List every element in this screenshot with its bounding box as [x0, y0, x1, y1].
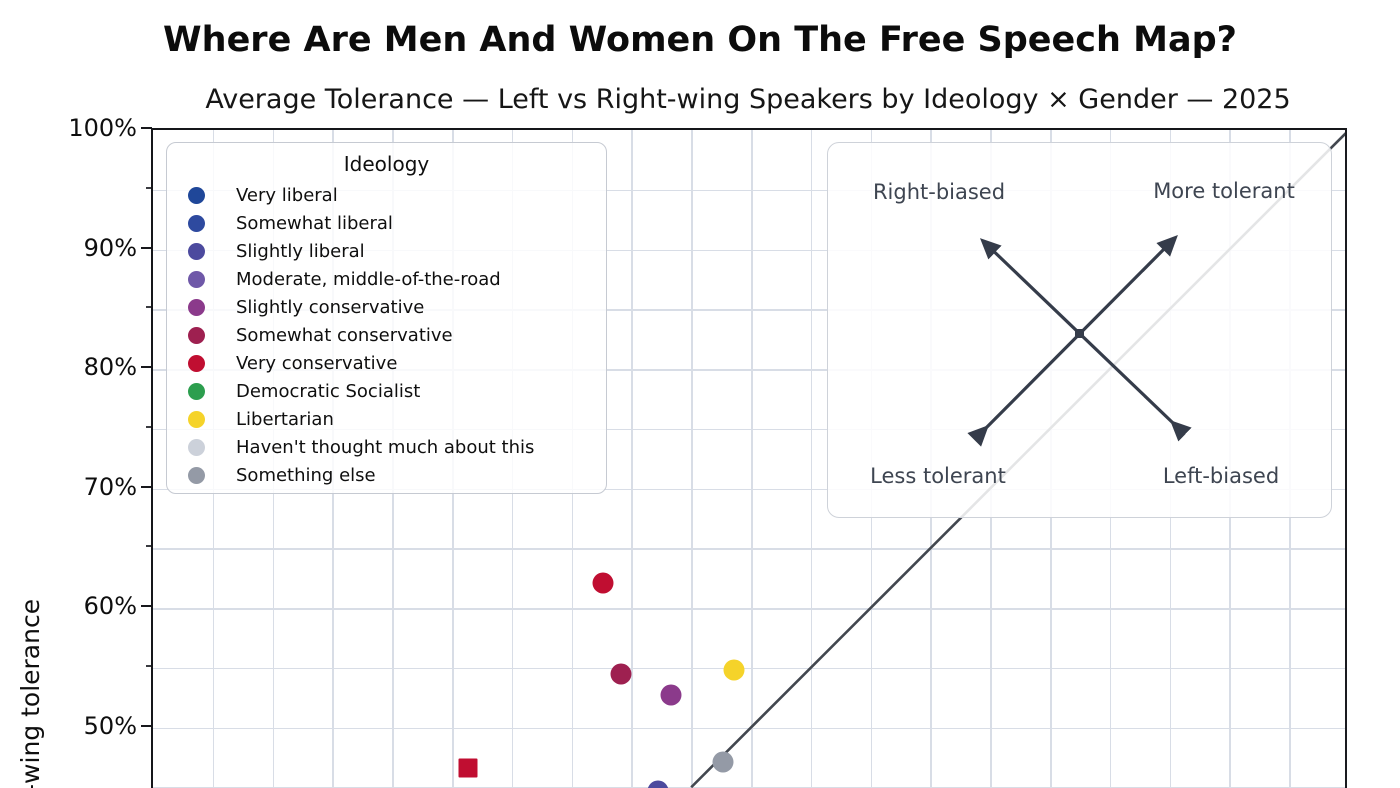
- y-minor-tick: [146, 664, 152, 667]
- chart-subtitle: Average Tolerance — Left vs Right-wing S…: [205, 84, 1291, 115]
- legend-item: Libertarian: [167, 405, 606, 433]
- legend-item: Somewhat conservative: [167, 321, 606, 349]
- legend-marker-icon: [188, 382, 205, 400]
- quadrant-label-more-tolerant: More tolerant: [1153, 179, 1295, 203]
- y-major-tick: [141, 605, 152, 607]
- y-minor-tick: [146, 425, 152, 428]
- y-axis-label: Left-wing tolerance: [16, 598, 45, 788]
- legend-item-label: Somewhat conservative: [236, 324, 453, 346]
- legend-marker-icon: [188, 186, 205, 204]
- legend-item-label: Very conservative: [236, 352, 398, 374]
- legend-item: Slightly liberal: [167, 237, 606, 265]
- h-gridline: [153, 309, 1345, 311]
- legend-marker-icon: [188, 242, 205, 260]
- legend-item: Very liberal: [167, 181, 606, 209]
- h-gridline: [153, 608, 1345, 610]
- y-minor-tick: [146, 186, 152, 189]
- chart-title: Where Are Men And Women On The Free Spee…: [163, 20, 1237, 60]
- y-minor-tick: [146, 306, 152, 309]
- data-point-libertarian: [723, 659, 745, 681]
- legend-item-label: Very liberal: [236, 184, 338, 206]
- v-gridline: [810, 130, 813, 788]
- y-major-tick: [141, 485, 152, 488]
- y-tick-label: 90%: [83, 233, 137, 262]
- quadrant-annotation-box: Right-biased More tolerant Less tolerant…: [827, 142, 1332, 518]
- data-point-something-else: [712, 751, 734, 773]
- legend-title: Ideology: [343, 152, 430, 176]
- legend-marker-icon: [188, 466, 205, 484]
- data-point-slightly-liberal: [647, 780, 669, 788]
- legend-item: Somewhat liberal: [167, 209, 606, 237]
- h-gridline: [153, 488, 1345, 490]
- data-point-very-conservative: [592, 572, 614, 594]
- legend-marker-icon: [188, 326, 205, 344]
- v-gridline: [631, 130, 633, 788]
- legend-item-label: Moderate, middle-of-the-road: [236, 268, 501, 290]
- data-point-slightly-conservative: [660, 684, 682, 706]
- legend-marker-icon: [188, 270, 205, 288]
- h-gridline: [153, 667, 1345, 670]
- legend-item: Democratic Socialist: [167, 377, 606, 405]
- legend-item-label: Slightly liberal: [236, 240, 365, 262]
- quadrant-label-left-biased: Left-biased: [1162, 464, 1280, 488]
- quadrant-label-right-biased: Right-biased: [872, 180, 1006, 204]
- legend-item: Very conservative: [167, 349, 606, 377]
- legend-item-label: Democratic Socialist: [236, 380, 421, 402]
- quadrant-label-less-tolerant: Less tolerant: [870, 464, 1006, 488]
- data-point-somewhat-conservative: [610, 663, 632, 685]
- legend-item-label: Slightly conservative: [236, 296, 425, 318]
- legend-item: Something else: [167, 461, 606, 489]
- legend-item-label: Somewhat liberal: [236, 212, 393, 234]
- y-tick-label: 60%: [83, 592, 137, 620]
- legend-item-label: Libertarian: [236, 408, 334, 430]
- legend-item: Moderate, middle-of-the-road: [167, 265, 606, 293]
- y-major-tick: [141, 724, 152, 727]
- y-tick-label: 80%: [83, 353, 137, 381]
- y-tick-label: 100%: [68, 114, 137, 142]
- y-tick-label: 70%: [83, 472, 137, 501]
- quadrant-arrows-icon: [967, 235, 1192, 447]
- h-gridline: [153, 548, 1345, 550]
- legend-marker-icon: [188, 410, 205, 428]
- legend-marker-icon: [188, 214, 205, 232]
- legend-marker-icon: [188, 354, 205, 372]
- legend-item: Slightly conservative: [167, 293, 606, 321]
- y-major-tick: [141, 366, 152, 368]
- h-gridline: [153, 428, 1345, 431]
- legend-item-label: Something else: [236, 464, 376, 486]
- v-gridline: [751, 130, 753, 788]
- h-gridline: [153, 369, 1345, 371]
- h-gridline: [153, 249, 1345, 251]
- legend-marker-icon: [188, 298, 205, 316]
- y-major-tick: [141, 246, 152, 249]
- y-minor-tick: [146, 545, 152, 548]
- legend-item: Haven't thought much about this: [167, 433, 606, 461]
- legend-marker-icon: [188, 438, 205, 456]
- y-tick-label: 50%: [83, 711, 137, 740]
- legend-item-label: Haven't thought much about this: [236, 436, 535, 458]
- h-gridline: [153, 189, 1345, 192]
- v-gridline: [691, 130, 693, 788]
- data-point-very-conservative: [458, 758, 478, 778]
- y-major-tick: [141, 127, 152, 129]
